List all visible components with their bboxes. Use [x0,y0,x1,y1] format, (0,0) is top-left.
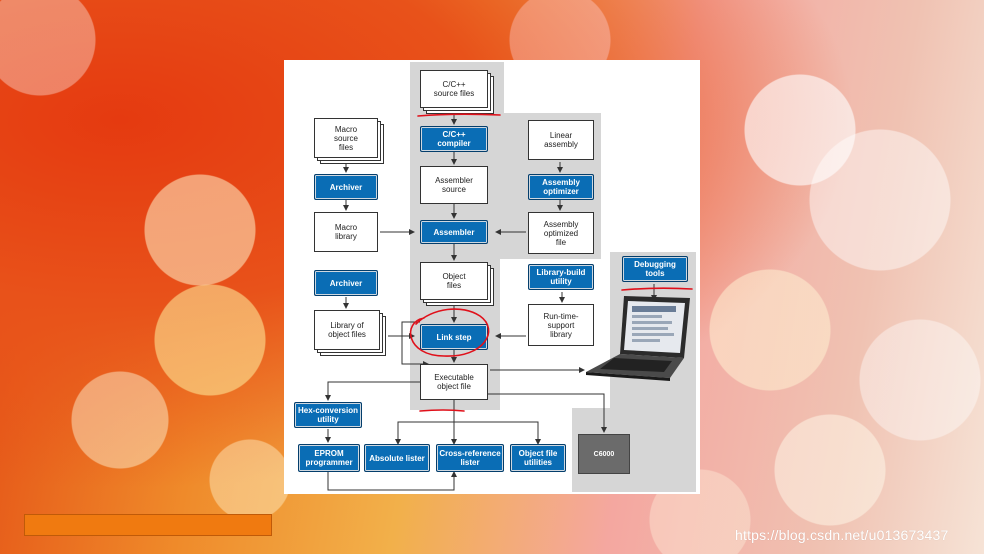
c6000-target-node: C6000 [578,434,630,474]
archiver-top-node: Archiver [314,174,378,200]
object-files-node: Object files [420,262,488,300]
assembly-optimizer-node: Assembly optimizer [528,174,594,200]
library-of-object-files-node: Library of object files [314,310,380,350]
accent-bar [24,514,272,536]
eprom-programmer-node: EPROM programmer [298,444,360,472]
run-time-support-library-node: Run-time-support library [528,304,594,346]
build-flow-diagram: C/C++ source files C/C++ compiler Macro … [284,60,700,494]
cross-reference-lister-node: Cross-reference lister [436,444,504,472]
debugging-tools-node: Debugging tools [622,256,688,282]
watermark-text: https://blog.csdn.net/u013673437 [735,527,949,543]
macro-source-files-node: Macro source files [314,118,378,158]
compiler-node: C/C++ compiler [420,126,488,152]
source-files-node: C/C++ source files [420,70,488,108]
macro-library-node: Macro library [314,212,378,252]
assembler-node: Assembler [420,220,488,244]
archiver-bottom-node: Archiver [314,270,378,296]
assembly-optimized-file-node: Assembly optimized file [528,212,594,254]
connector-lines [325,110,657,491]
annotation-marks [409,113,693,412]
executable-object-file-node: Executable object file [420,364,488,400]
linear-assembly-node: Linear assembly [528,120,594,160]
absolute-lister-node: Absolute lister [364,444,430,472]
hex-conversion-utility-node: Hex-conversion utility [294,402,362,428]
assembler-source-node: Assembler source [420,166,488,204]
library-build-utility-node: Library-build utility [528,264,594,290]
object-file-utilities-node: Object file utilities [510,444,566,472]
laptop-icon [586,296,690,381]
